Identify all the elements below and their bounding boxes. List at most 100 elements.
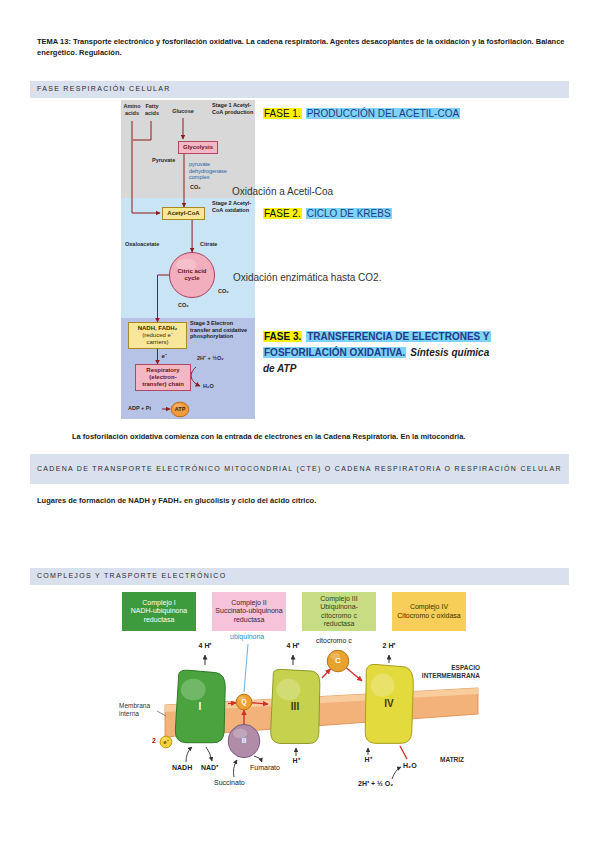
metabolite-label: Oxaloacetate (125, 241, 167, 248)
leader-line (157, 711, 166, 716)
phase-number: FASE 1. (263, 108, 302, 119)
proton-arrow (205, 655, 206, 665)
proton-label: H⁺ (289, 757, 303, 765)
leader-line (244, 644, 248, 692)
node-description: NADH-ubiquinona reductasa (125, 607, 193, 623)
stage-3-ground (121, 318, 255, 419)
edge-label: e⁻ (162, 353, 167, 360)
body-text: Lugares de formación de NADH y FADH₂ en … (37, 496, 562, 505)
source-label: Glucose (169, 108, 197, 115)
chain-box: Respiratory (electron-transfer) chain (135, 364, 191, 391)
part-label: Membrana interna (119, 702, 157, 718)
flow-arrow (157, 349, 158, 364)
node-label: e⁻ (160, 739, 172, 745)
flow-arrow (252, 703, 268, 704)
node-label: C (327, 656, 349, 665)
shape-fill (169, 252, 214, 297)
region-label: ESPACIO INTERMEMBRANA (408, 664, 480, 680)
node-label: Complejo III (305, 595, 373, 603)
complex-shape: II (228, 724, 260, 758)
node-label: Glycolysis (180, 144, 216, 151)
substrate-arrow (206, 747, 212, 761)
metabolite-label: CO₂ (218, 288, 232, 295)
region-label: MATRIZ (440, 756, 482, 764)
node-label: CADENA DE TRANSPORTE ELECTRÓNICO MITOCON… (37, 464, 562, 475)
complex-shape: I (172, 668, 228, 745)
process-box: Glycolysis (178, 141, 218, 154)
metabolite-label: 2H⁺ + ½O₂ (197, 355, 241, 362)
node-description: Succinato-ubiquinona reductasa (215, 607, 283, 623)
flow-arrow (228, 702, 236, 704)
node-label: FASE RESPIRACIÓN CELULAR (37, 84, 562, 95)
complex-key-box: Complejo IIIUbiquinona-citocromo c reduc… (302, 592, 376, 631)
proton-arrow (296, 748, 297, 756)
cycle-circle: Citric acid cycle (169, 252, 215, 298)
section-band: CADENA DE TRANSPORTE ELECTRÓNICO MITOCON… (30, 454, 569, 484)
node-label: Complejo II (215, 599, 283, 607)
substrate-label: NAD⁺ (201, 764, 225, 772)
section-band: FASE RESPIRACIÓN CELULAR (30, 81, 569, 98)
complex-key-box: Complejo IISuccinato-ubiquinona reductas… (212, 592, 286, 631)
substrate-label: Succinato (214, 779, 254, 787)
metabolite-label: Citrate (200, 241, 226, 248)
ubiquinone-circle: Q (236, 694, 252, 710)
node-label: Acetyl-CoA (164, 210, 203, 217)
node-label: NADH, FADH₂ (131, 325, 184, 332)
electron-circle: e⁻ (160, 736, 172, 748)
stage-1-ground (121, 100, 255, 198)
shape-highlight (181, 679, 206, 701)
proton-label: 4 H⁺ (282, 642, 304, 650)
node-label: III (268, 701, 322, 713)
shape-fill (327, 650, 349, 672)
part-label: ubiquinona (230, 633, 272, 641)
node-label: Q (236, 698, 252, 706)
stage-2-ground (121, 198, 255, 318)
flow-arrow (243, 710, 244, 724)
node-label: COMPLEJOS Y TRASPORTE ELECTRÓNICO (37, 571, 562, 582)
node-label: Citric acid cycle (172, 268, 212, 282)
flow-arrow (184, 154, 185, 207)
shape-fill (171, 402, 189, 417)
substrate-arrow (186, 747, 192, 762)
substrate-label: 2H⁺ + ½ O₂ (358, 780, 414, 788)
atp-circle: ATP (171, 402, 189, 417)
metabolite-label: H₂O (203, 383, 223, 390)
shape-fill (160, 736, 172, 748)
complex-shape: III (268, 668, 322, 745)
feed-arrow (132, 121, 160, 213)
substrate-label: Fumarato (250, 764, 288, 772)
node-description: (reduced e⁻ carriers) (131, 332, 184, 346)
node-label: II (228, 736, 260, 745)
proton-arrow (368, 748, 369, 755)
phase-heading: FASE 2.CICLO DE KREBS (263, 206, 503, 222)
proton-label: H⁺ (361, 756, 375, 764)
shape-fill (236, 694, 252, 710)
node-label: IV (362, 698, 416, 710)
part-label: citocromo c (316, 637, 362, 645)
substrate-arrow (254, 756, 262, 762)
phase-number: FASE 3. (263, 331, 302, 342)
proton-arrow (293, 655, 294, 665)
stage-label: Stage 3 Electron transfer and oxidative … (190, 320, 254, 340)
substrate-arrow (233, 760, 237, 777)
body-text: La fosforilación oxidativa comienza con … (72, 432, 562, 441)
flow-arrow (192, 220, 193, 252)
proton-label: 4 H⁺ (194, 642, 216, 650)
metabolite-label: CO₂ (190, 184, 206, 191)
phase-heading: FASE 1. PRODUCCIÓN DEL ACETIL-COA (263, 106, 503, 122)
phase-note: Oxidación a Acetil-Coa (232, 186, 432, 198)
node-description: Ubiquinona-citocromo c reductasa (305, 603, 373, 627)
shape-highlight (277, 679, 301, 701)
phase-name: PRODUCCIÓN DEL ACETIL-COA (306, 108, 460, 119)
complex-shape: IV (362, 662, 416, 745)
phase-heading: FASE 3.TRANSFERENCIA DE ELECTRONES Y FOS… (263, 329, 503, 377)
metabolite-label: Pyruvate (152, 157, 182, 164)
complex-key-box: Complejo INADH-ubiquinona reductasa (122, 592, 196, 631)
proton-label: 2 H⁺ (378, 642, 400, 650)
enzyme-label: pyruvate dehydrogenase complex (189, 161, 233, 181)
source-label: Amino acids (121, 103, 143, 116)
flow-arrow (322, 669, 330, 678)
water-arrow (191, 367, 200, 386)
cytochrome-circle: C (327, 650, 349, 672)
carrier-box: NADH, FADH₂(reduced e⁻ carriers) (128, 322, 187, 349)
